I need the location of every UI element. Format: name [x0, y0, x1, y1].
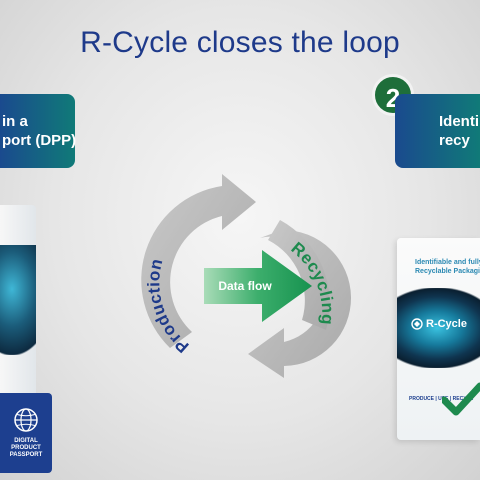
r-cycle-logo-icon [411, 318, 423, 330]
dpp-line-1: DIGITAL [14, 438, 38, 444]
step-2-badge: Identi recy [395, 94, 480, 168]
step-1-badge: in a port (DPP) [0, 94, 77, 168]
recycling-arc-arrow [248, 229, 352, 378]
data-flow-label: Data flow [218, 279, 272, 293]
dpp-line-2: PRODUCT [11, 445, 41, 451]
pouch-tagline-line-2: Recyclable Packaging [415, 268, 480, 275]
pouch-swirl-graphic [397, 288, 480, 368]
recycling-loop-diagram: Production Recycling [141, 174, 352, 378]
globe-icon [14, 408, 38, 432]
pouch-brand: R-Cycle [411, 318, 467, 330]
dpp-line-3: PASSPORT [9, 452, 43, 458]
data-flow-arrow [204, 250, 312, 322]
pouch-tagline-line-1: Identifiable and fully [415, 259, 480, 266]
pouch-brand-name: R-Cycle [426, 318, 467, 330]
pouch-swirl-graphic [0, 245, 36, 355]
checkmark-icon [442, 382, 480, 416]
page-title: R-Cycle closes the loop [80, 26, 400, 59]
recycling-arc-body [268, 220, 330, 330]
step-1-line-2: port (DPP) [2, 132, 77, 149]
step-1-line-1: in a [2, 113, 28, 130]
step-2-line-2: recy [439, 132, 470, 149]
production-arc-arrow [141, 174, 256, 348]
packaging-pouch-right: Identifiable and fully Recyclable Packag… [397, 238, 480, 440]
step-2-line-1: Identi [439, 113, 479, 130]
digital-product-passport-card: DIGITAL PRODUCT PASSPORT [0, 393, 52, 473]
pouch-tagline: Identifiable and fully Recyclable Packag… [415, 258, 480, 276]
packaging-pouch-left [0, 205, 36, 405]
